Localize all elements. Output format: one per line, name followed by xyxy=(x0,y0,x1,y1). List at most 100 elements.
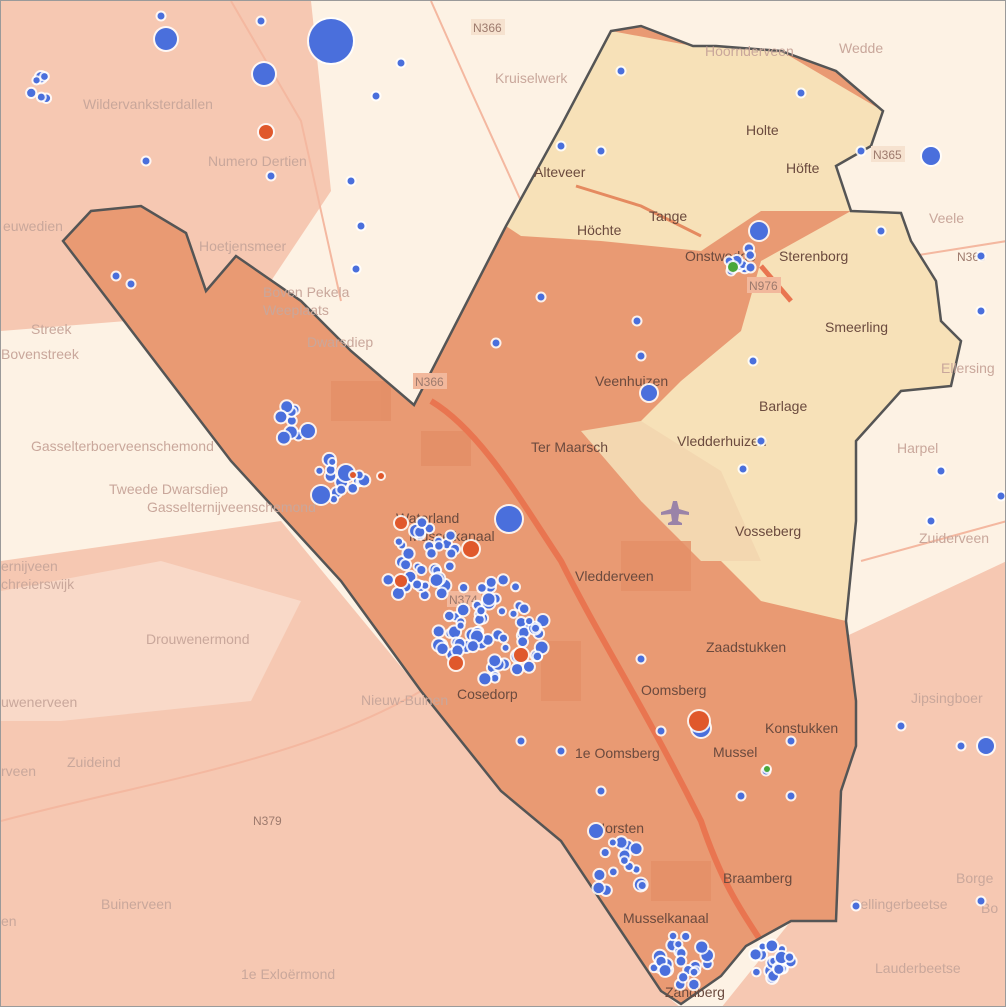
map-marker[interactable] xyxy=(316,467,323,474)
map-marker[interactable] xyxy=(486,577,496,587)
map-marker-red[interactable] xyxy=(463,541,479,557)
map-marker[interactable] xyxy=(112,272,120,280)
map-marker[interactable] xyxy=(41,73,48,80)
map-marker[interactable] xyxy=(637,352,645,360)
map-marker[interactable] xyxy=(457,604,469,616)
map-marker[interactable] xyxy=(535,641,548,654)
map-marker[interactable] xyxy=(510,610,517,617)
map-marker[interactable] xyxy=(446,531,455,540)
map-marker[interactable] xyxy=(33,77,40,84)
map-marker[interactable] xyxy=(37,93,45,101)
map-marker[interactable] xyxy=(519,627,529,638)
map-marker[interactable] xyxy=(852,902,860,910)
map-marker[interactable] xyxy=(499,634,508,642)
map-marker-large[interactable] xyxy=(978,738,994,754)
map-marker[interactable] xyxy=(787,737,795,745)
map-marker[interactable] xyxy=(287,416,296,425)
map-marker-large[interactable] xyxy=(312,486,330,504)
map-marker[interactable] xyxy=(532,624,540,632)
map-marker[interactable] xyxy=(523,661,534,672)
map-marker[interactable] xyxy=(557,142,565,150)
map-marker[interactable] xyxy=(452,645,463,656)
map-marker[interactable] xyxy=(482,593,495,605)
map-marker-green[interactable] xyxy=(764,766,770,772)
map-marker[interactable] xyxy=(519,604,529,614)
map-marker[interactable] xyxy=(403,548,414,559)
map-marker[interactable] xyxy=(675,941,682,948)
map-marker[interactable] xyxy=(927,517,935,525)
map-marker-large[interactable] xyxy=(253,63,275,85)
map-marker[interactable] xyxy=(467,641,478,652)
map-marker[interactable] xyxy=(142,157,150,165)
map-marker-large[interactable] xyxy=(750,222,768,240)
map-marker[interactable] xyxy=(425,524,434,533)
map-marker[interactable] xyxy=(475,615,484,624)
map-marker[interactable] xyxy=(267,172,275,180)
map-marker[interactable] xyxy=(937,467,945,475)
map-marker-red[interactable] xyxy=(514,648,528,662)
map-marker[interactable] xyxy=(759,943,766,950)
map-marker[interactable] xyxy=(657,727,665,735)
map-marker[interactable] xyxy=(445,611,454,621)
map-marker[interactable] xyxy=(277,431,290,444)
map-marker[interactable] xyxy=(797,89,805,97)
map-marker[interactable] xyxy=(397,59,405,67)
map-marker-red[interactable] xyxy=(378,473,384,479)
map-marker[interactable] xyxy=(739,465,747,473)
map-marker[interactable] xyxy=(395,538,403,545)
map-marker[interactable] xyxy=(329,458,336,465)
map-marker[interactable] xyxy=(326,465,335,474)
map-marker-red[interactable] xyxy=(689,711,709,731)
map-marker[interactable] xyxy=(659,965,671,976)
map-marker[interactable] xyxy=(689,979,699,990)
map-marker[interactable] xyxy=(357,222,365,230)
map-marker[interactable] xyxy=(392,588,404,599)
map-marker[interactable] xyxy=(157,12,165,20)
map-marker[interactable] xyxy=(630,843,642,855)
map-marker[interactable] xyxy=(787,792,795,800)
map-marker[interactable] xyxy=(491,674,499,682)
map-marker-green[interactable] xyxy=(728,262,738,272)
map-marker[interactable] xyxy=(533,652,542,661)
map-marker[interactable] xyxy=(348,483,358,493)
map-marker-red[interactable] xyxy=(395,575,407,587)
map-marker[interactable] xyxy=(997,492,1005,500)
map-marker[interactable] xyxy=(502,644,509,651)
map-marker[interactable] xyxy=(281,401,293,413)
map-marker[interactable] xyxy=(330,496,337,503)
map-marker[interactable] xyxy=(498,575,508,585)
map-marker[interactable] xyxy=(517,737,525,745)
map-marker[interactable] xyxy=(442,539,452,549)
map-marker[interactable] xyxy=(897,722,905,730)
map-marker[interactable] xyxy=(593,882,604,894)
map-marker[interactable] xyxy=(957,742,965,750)
map-marker[interactable] xyxy=(757,437,765,445)
map-marker-large[interactable] xyxy=(496,506,522,532)
map-marker[interactable] xyxy=(347,177,355,185)
map-marker[interactable] xyxy=(676,956,686,966)
map-marker[interactable] xyxy=(537,293,545,301)
map-marker[interactable] xyxy=(457,622,464,629)
map-marker[interactable] xyxy=(669,932,677,940)
map-marker[interactable] xyxy=(436,588,447,599)
map-marker[interactable] xyxy=(372,92,380,100)
map-marker[interactable] xyxy=(413,580,422,589)
map-marker-large[interactable] xyxy=(589,824,603,838)
map-marker[interactable] xyxy=(775,951,788,964)
map-marker[interactable] xyxy=(401,560,411,570)
map-marker-large[interactable] xyxy=(301,424,315,438)
map-marker[interactable] xyxy=(492,339,500,347)
map-marker[interactable] xyxy=(690,968,698,976)
map-marker[interactable] xyxy=(430,574,443,586)
map-marker[interactable] xyxy=(479,673,491,685)
map-marker[interactable] xyxy=(383,575,393,585)
map-marker[interactable] xyxy=(459,583,468,592)
map-marker[interactable] xyxy=(594,869,605,880)
map-marker[interactable] xyxy=(633,866,640,873)
map-marker[interactable] xyxy=(753,968,760,976)
map-marker[interactable] xyxy=(415,527,425,537)
map-marker[interactable] xyxy=(597,147,605,155)
map-marker-red[interactable] xyxy=(259,125,273,139)
